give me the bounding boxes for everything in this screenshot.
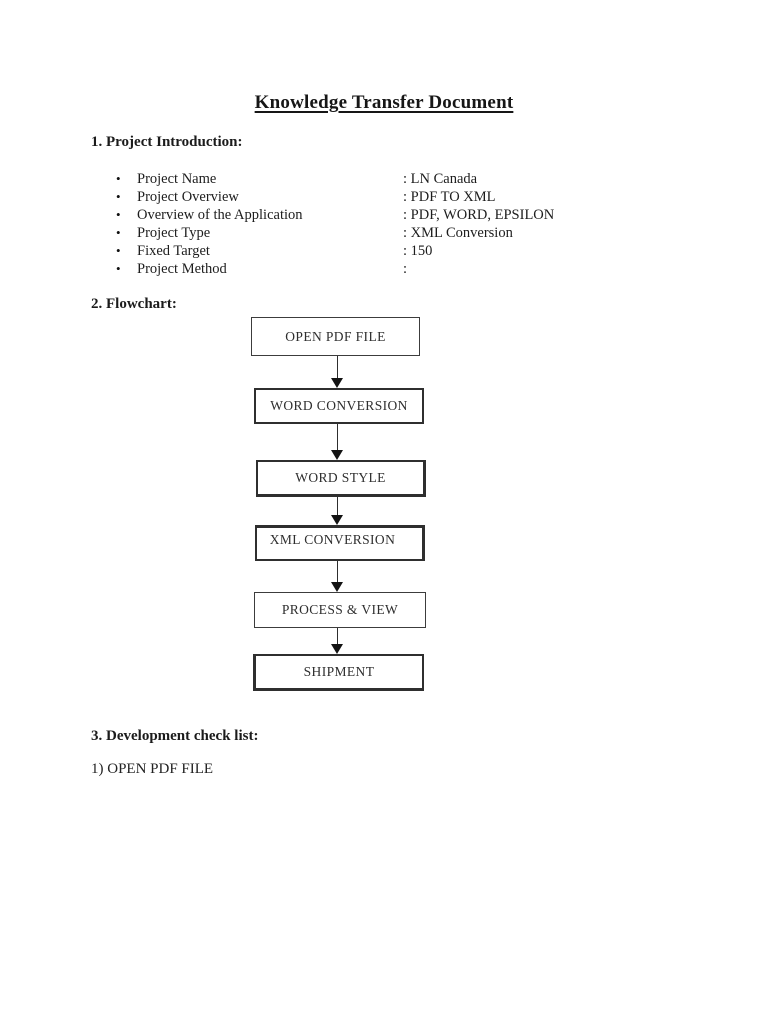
arrow-down-icon [331,378,343,388]
item-value: : 150 [403,243,433,259]
bullet-icon: • [116,171,121,186]
item-value: : PDF, WORD, EPSILON [403,207,555,223]
bullet-icon: • [116,225,121,240]
arrow-down-icon [331,450,343,460]
section-heading-development-check-list: 3. Development check list: [91,728,259,744]
item-value: : LN Canada [403,171,478,187]
page-title: Knowledge Transfer Document [254,92,514,113]
project-intro-list: • Project Name : LN Canada • Project Ove… [116,170,554,278]
list-item: • Fixed Target : 150 [116,242,554,260]
section-heading-flowchart: 2. Flowchart: [91,296,177,312]
item-label: Fixed Target [137,243,210,259]
bullet-icon: • [116,189,121,204]
item-label: Project Method [137,261,227,277]
item-value: : PDF TO XML [403,189,496,205]
flowchart-step-open-pdf-file: OPEN PDF FILE [251,317,420,356]
flowchart-step-process-and-view: PROCESS & VIEW [254,592,426,628]
item-label: Project Type [137,225,211,241]
flowchart-step-shipment: SHIPMENT [253,654,424,691]
bullet-icon: • [116,261,121,276]
flow-arrow-line [337,356,338,379]
bullet-icon: • [116,243,121,258]
checklist-item: 1) OPEN PDF FILE [91,761,214,777]
list-item: • Project Method : [116,260,554,278]
flow-arrow-line [337,628,338,645]
arrow-down-icon [331,644,343,654]
flowchart-step-word-conversion: WORD CONVERSION [254,388,424,424]
list-item: • Project Name : LN Canada [116,170,554,188]
list-item: • Overview of the Application : PDF, WOR… [116,206,554,224]
arrow-down-icon [331,515,343,525]
bullet-icon: • [116,207,121,222]
flow-arrow-line [337,424,338,451]
item-label: Project Overview [137,189,239,205]
item-value: : XML Conversion [403,225,513,241]
flow-arrow-line [337,497,338,516]
section-heading-project-introduction: 1. Project Introduction: [91,134,243,150]
item-label: Project Name [137,171,217,187]
flow-arrow-line [337,561,338,583]
item-value: : [403,261,408,277]
flowchart-step-word-style: WORD STYLE [256,460,426,497]
arrow-down-icon [331,582,343,592]
flowchart-step-xml-conversion: XML CONVERSION [255,525,425,561]
list-item: • Project Type : XML Conversion [116,224,554,242]
list-item: • Project Overview : PDF TO XML [116,188,554,206]
item-label: Overview of the Application [137,207,303,223]
